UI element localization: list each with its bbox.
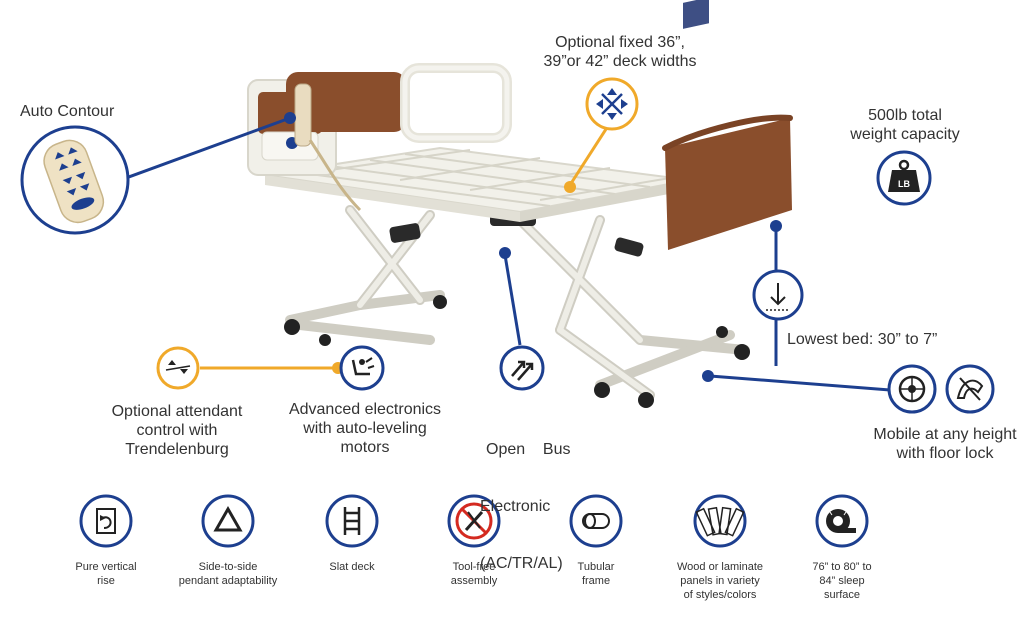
tube-icon <box>569 494 623 548</box>
deck-widths-label: Optional fixed 36”, 39”or 42” deck width… <box>520 33 720 71</box>
open-bus-line-3: (AC/TR/AL) <box>480 555 563 572</box>
feature-caption-line: 76” to 80” to <box>812 561 872 573</box>
tape-measure-icon <box>815 494 869 548</box>
open-bus-icon <box>499 345 545 391</box>
feature-caption-line: frame <box>581 575 611 587</box>
vertical-rise-icon <box>79 494 133 548</box>
feature-caption-line: of styles/colors <box>683 589 757 601</box>
feature-caption-line: Tool-free <box>452 561 496 573</box>
feature-caption-line: panels in variety <box>680 575 760 587</box>
feature-caption: Side-to-side pendant adaptability <box>173 560 283 588</box>
electronics-line-1: Advanced electronics <box>288 401 442 418</box>
feature-caption-line: assembly <box>450 575 498 587</box>
open-bus-line-2: Electronic <box>480 498 551 515</box>
attendant-label: Optional attendant control with Trendele… <box>92 402 262 459</box>
feature-caption-line: Side-to-side <box>198 561 258 573</box>
attendant-control-icon <box>156 346 200 390</box>
open-bus-line-1: Open Bus <box>486 441 571 458</box>
weight-line-1: 500lb total <box>868 107 942 124</box>
feature-caption: Pure vertical rise <box>51 560 161 588</box>
ladder-icon <box>325 494 379 548</box>
feature-caption: Wood or laminate panels in variety of st… <box>665 560 775 602</box>
feature-caption-line: Slat deck <box>329 561 375 573</box>
feature-caption-line: 84” sleep <box>819 575 865 587</box>
no-tools-icon <box>447 494 501 548</box>
electronics-icon <box>339 345 385 391</box>
remote-callout <box>20 125 130 235</box>
mobile-line-2: with floor lock <box>896 445 994 462</box>
weight-badge-text: LB <box>898 179 910 189</box>
electronics-label: Advanced electronics with auto-leveling … <box>280 400 450 457</box>
deck-widths-line-2: 39”or 42” deck widths <box>543 53 697 70</box>
auto-contour-label: Auto Contour <box>20 103 115 120</box>
wheel-icon <box>887 364 937 414</box>
weight-capacity-label: 500lb total weight capacity <box>830 106 980 144</box>
electronics-line-3: motors <box>340 439 390 456</box>
mobile-label: Mobile at any height with floor lock <box>860 425 1030 463</box>
callout-lines <box>125 112 891 392</box>
feature-caption: 76” to 80” to 84” sleep surface <box>787 560 897 602</box>
feature-caption-line: rise <box>97 575 115 587</box>
electronics-line-2: with auto-leveling <box>303 420 427 437</box>
open-bus-label: Open Bus Electronic (AC/TR/AL) <box>480 402 590 592</box>
swatches-icon <box>693 494 747 548</box>
weight-line-2: weight capacity <box>850 126 960 143</box>
weight-icon: LB <box>876 150 932 206</box>
attendant-line-1: Optional attendant <box>111 403 243 420</box>
feature-caption-line: Wood or laminate <box>676 561 763 573</box>
attendant-line-2: control with <box>136 422 218 439</box>
mobile-line-1: Mobile at any height <box>873 426 1017 443</box>
move-arrows-icon <box>585 77 639 131</box>
feature-caption-line: pendant adaptability <box>178 575 278 587</box>
lowest-bed-label: Lowest bed: 30” to 7” <box>787 331 938 348</box>
down-arrow-icon <box>752 269 804 321</box>
triangle-icon <box>201 494 255 548</box>
feature-caption: Tool-free assembly <box>419 560 529 588</box>
attendant-line-3: Trendelenburg <box>125 441 229 458</box>
floor-lock-icon <box>945 364 995 414</box>
deck-widths-line-1: Optional fixed 36”, <box>555 34 685 51</box>
feature-caption-line: Pure vertical <box>75 561 137 573</box>
feature-caption: Tubular frame <box>541 560 651 588</box>
feature-caption: Slat deck <box>297 560 407 574</box>
feature-caption-line: Tubular <box>577 561 615 573</box>
feature-caption-line: surface <box>823 589 861 601</box>
